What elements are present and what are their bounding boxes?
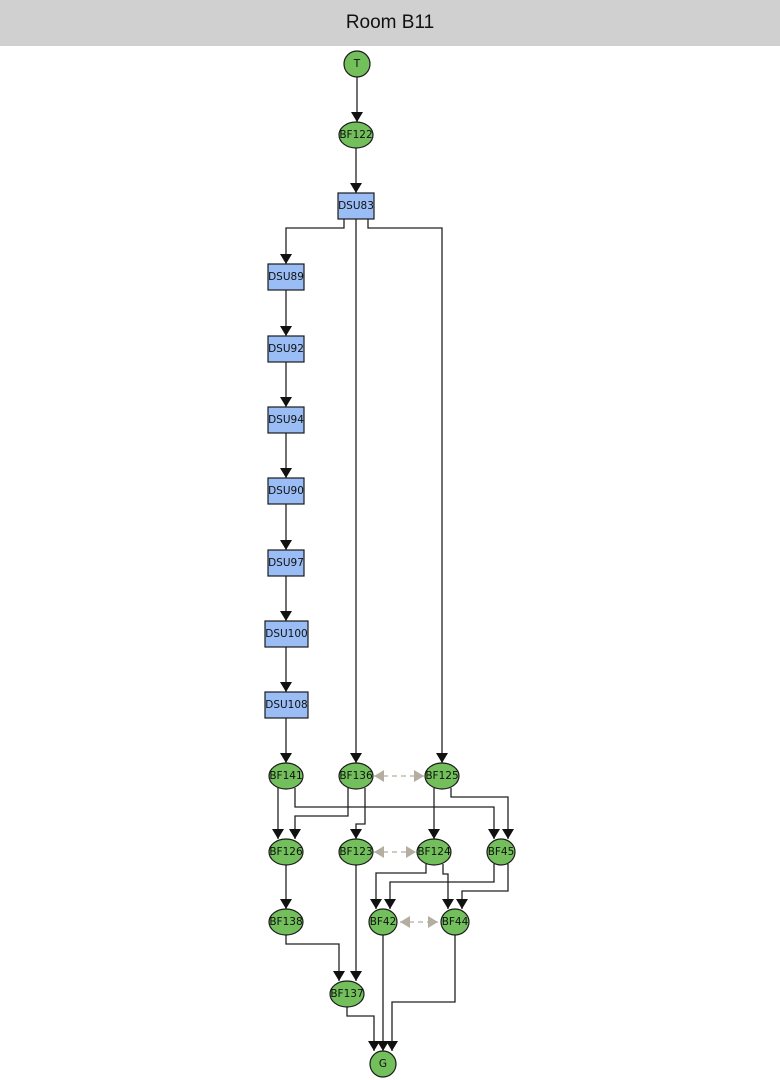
edge-BF136-BF123 bbox=[350, 788, 366, 839]
node-label: BF141 bbox=[269, 770, 302, 782]
edges bbox=[272, 77, 514, 1051]
edge-DSU83-BF125 bbox=[367, 219, 448, 763]
edge-BF138-BF137 bbox=[285, 935, 345, 981]
node-label: BF123 bbox=[339, 846, 372, 858]
node-BF122[interactable]: BF122 bbox=[338, 121, 374, 149]
node-BF137[interactable]: BF137 bbox=[329, 980, 365, 1008]
header-bar: Room B11 bbox=[0, 0, 780, 46]
node-label: BF44 bbox=[442, 916, 469, 928]
node-label: G bbox=[379, 1058, 387, 1070]
node-BF124[interactable]: BF124 bbox=[416, 838, 452, 866]
node-DSU90[interactable]: DSU90 bbox=[267, 477, 305, 505]
edge-BF137-G bbox=[346, 1007, 380, 1051]
node-BF123[interactable]: BF123 bbox=[338, 838, 374, 866]
edge-BF45-BF44 bbox=[456, 864, 509, 909]
node-label: BF42 bbox=[370, 916, 397, 928]
node-DSU94[interactable]: DSU94 bbox=[267, 406, 305, 434]
node-label: BF45 bbox=[488, 846, 515, 858]
node-label: BF138 bbox=[269, 916, 302, 928]
node-label: DSU83 bbox=[338, 200, 374, 212]
node-label: DSU92 bbox=[268, 343, 304, 355]
edge-DSU83-DSU89 bbox=[280, 219, 345, 264]
node-label: T bbox=[353, 58, 361, 70]
node-label: BF125 bbox=[425, 770, 458, 782]
edge-BF141-BF45 bbox=[294, 788, 500, 839]
node-BF138[interactable]: BF138 bbox=[268, 908, 304, 936]
node-label: DSU89 bbox=[268, 271, 304, 283]
node-label: BF122 bbox=[339, 129, 372, 141]
node-DSU100[interactable]: DSU100 bbox=[264, 620, 309, 648]
node-label: BF126 bbox=[269, 846, 303, 858]
node-G[interactable]: G bbox=[369, 1050, 397, 1078]
node-BF44[interactable]: BF44 bbox=[440, 908, 470, 936]
node-DSU92[interactable]: DSU92 bbox=[267, 335, 305, 363]
edge-BF136-BF126 bbox=[289, 788, 349, 839]
node-label: DSU90 bbox=[268, 485, 304, 497]
node-BF136[interactable]: BF136 bbox=[338, 762, 374, 790]
node-T[interactable]: T bbox=[343, 50, 371, 78]
node-BF141[interactable]: BF141 bbox=[268, 762, 304, 790]
node-BF45[interactable]: BF45 bbox=[486, 838, 516, 866]
node-BF125[interactable]: BF125 bbox=[424, 762, 460, 790]
node-label: BF124 bbox=[417, 846, 451, 858]
node-DSU108[interactable]: DSU108 bbox=[264, 691, 309, 719]
node-label: DSU94 bbox=[268, 414, 304, 426]
node-DSU97[interactable]: DSU97 bbox=[267, 549, 305, 577]
node-DSU89[interactable]: DSU89 bbox=[267, 263, 305, 291]
node-label: DSU100 bbox=[265, 628, 307, 640]
edge-BF125-BF45 bbox=[450, 788, 514, 839]
node-label: DSU97 bbox=[268, 557, 304, 569]
node-label: DSU108 bbox=[265, 699, 307, 711]
node-label: BF137 bbox=[330, 988, 363, 1000]
edge-BF124-BF42 bbox=[370, 864, 427, 909]
node-BF126[interactable]: BF126 bbox=[268, 838, 304, 866]
node-BF42[interactable]: BF42 bbox=[368, 908, 398, 936]
nodes: T BF122 DSU83 DSU89 DSU92 DSU94 DSU90 DS… bbox=[264, 50, 516, 1078]
diagram-title: Room B11 bbox=[345, 12, 435, 33]
edge-BF124-BF44 bbox=[442, 864, 454, 909]
node-DSU83[interactable]: DSU83 bbox=[337, 192, 375, 220]
edge-BF45-BF42 bbox=[384, 864, 495, 909]
edge-BF44-G bbox=[386, 935, 456, 1051]
node-label: BF136 bbox=[339, 770, 373, 782]
